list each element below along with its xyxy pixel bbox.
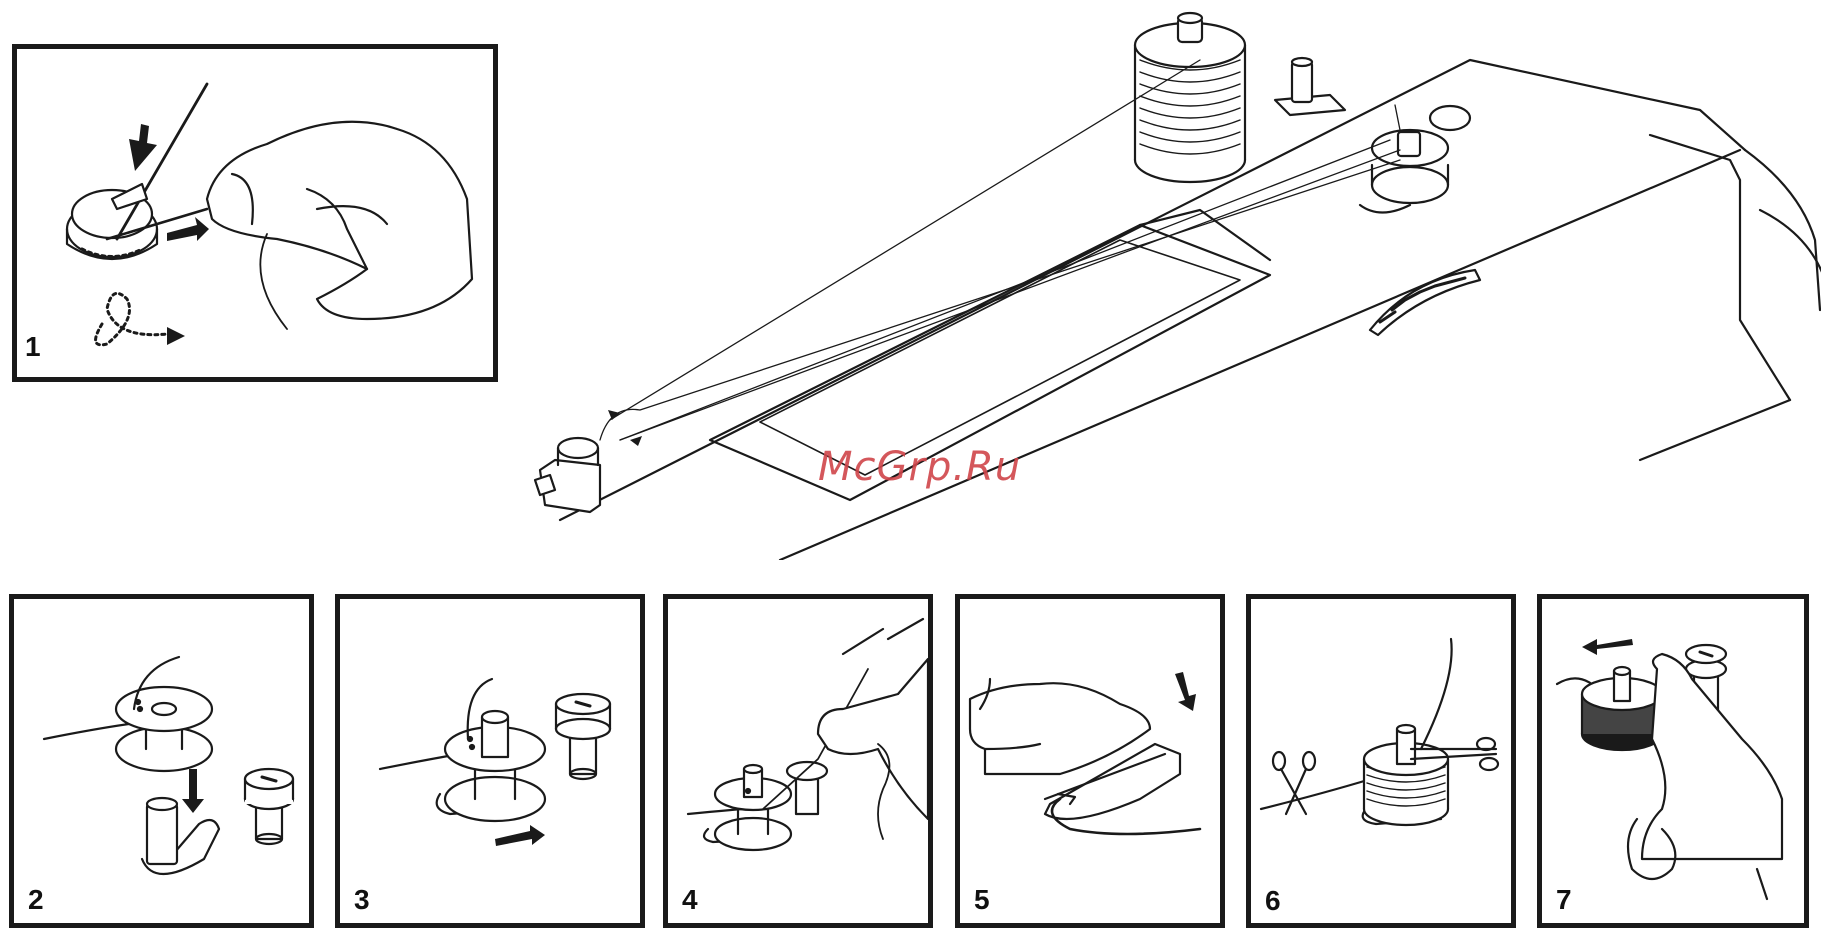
step-7-panel: 7 <box>1537 594 1809 928</box>
thread-guide-icon <box>535 438 600 512</box>
step-1-panel: 1 <box>12 44 498 382</box>
step-number: 6 <box>1265 885 1281 917</box>
step-2-panel: 2 <box>9 594 314 928</box>
bobbin-winding-hand-illustration <box>17 49 493 377</box>
foot-pedal-illustration <box>960 599 1220 923</box>
step-number: 5 <box>974 884 990 916</box>
step-number: 7 <box>1556 884 1572 916</box>
bobbin-placement-illustration <box>14 599 309 923</box>
spool-pin-icon <box>1275 58 1345 115</box>
sewing-machine-diagram <box>470 0 1821 560</box>
thread-hold-illustration <box>668 599 928 923</box>
step-3-panel: 3 <box>335 594 645 928</box>
step-4-panel: 4 <box>663 594 933 928</box>
bobbin-push-illustration <box>340 599 640 923</box>
step-5-panel: 5 <box>955 594 1225 928</box>
step-number: 2 <box>28 884 44 916</box>
step-6-panel: 6 <box>1246 594 1516 928</box>
bobbin-remove-illustration <box>1542 599 1804 923</box>
step-number: 4 <box>682 884 698 916</box>
watermark-text: McGrp.Ru <box>818 444 1021 490</box>
thread-spool-icon <box>1135 13 1245 182</box>
step-number: 1 <box>25 331 41 363</box>
step-number: 3 <box>354 884 370 916</box>
thread-cut-illustration <box>1251 599 1511 923</box>
